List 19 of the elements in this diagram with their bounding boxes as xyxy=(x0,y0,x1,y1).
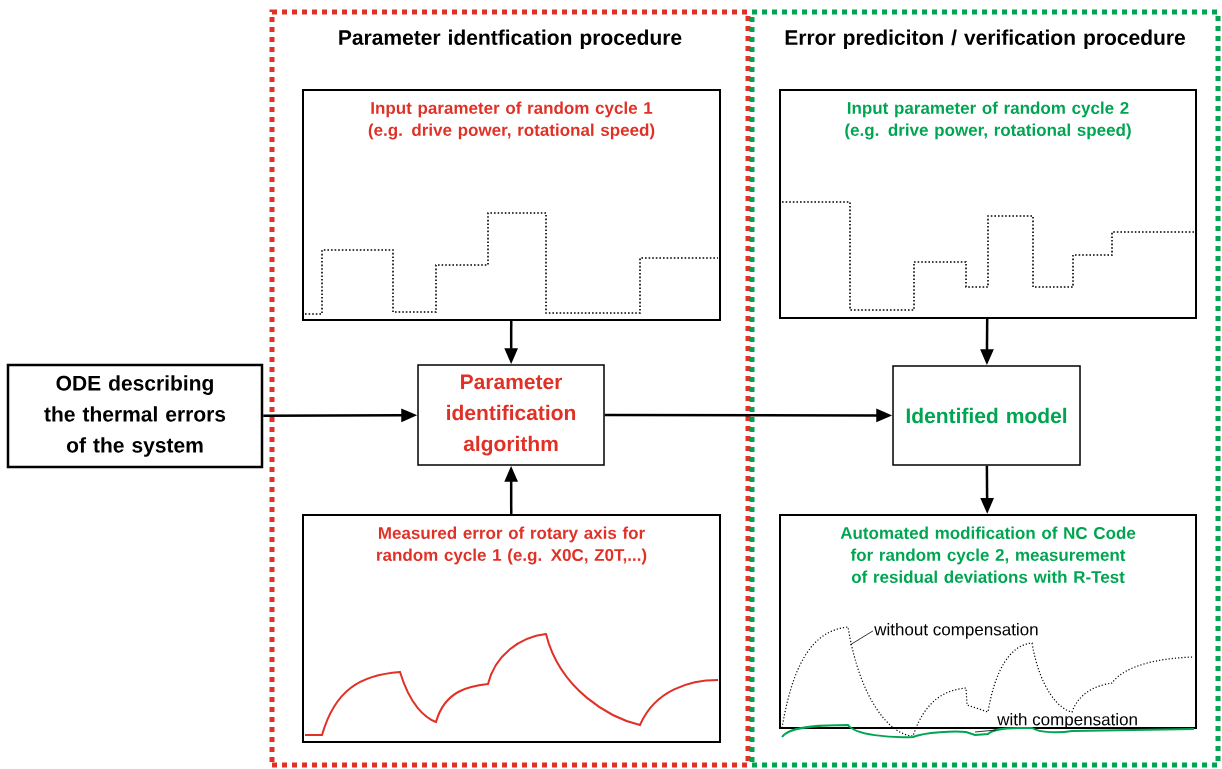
chart-panel xyxy=(779,514,1197,729)
procedure-frame xyxy=(269,9,751,768)
process-box: ODE describing the thermal errors of the system xyxy=(6,363,264,469)
leader-line xyxy=(849,630,874,646)
procedure-heading: Error prediciton / verification procedure xyxy=(785,29,1185,50)
curve-label: with compensation xyxy=(997,712,1137,729)
chart-panel xyxy=(302,514,721,743)
curve-label: without compensation xyxy=(874,622,1038,639)
leader-line xyxy=(974,729,997,733)
process-box: Parameter identification algorithm xyxy=(417,364,605,466)
panel-title: Measured error of rotary axis for random cycle 1 (e.g. X0C, Z0T,...) xyxy=(377,526,647,565)
panel-title: Automated modification of NC Code for random cycle 2, measurement of residual deviations with R-Test xyxy=(840,526,1136,583)
panel-title: Input parameter of random cycle 2 (e.g. drive power, rotational speed) xyxy=(845,101,1131,140)
chart-panel xyxy=(302,89,721,321)
procedure-frame xyxy=(749,9,1221,768)
process-box: Identified model xyxy=(892,365,1081,466)
chart-panel xyxy=(779,89,1197,319)
procedure-heading: Parameter identfication procedure xyxy=(339,29,682,50)
panel-title: Input parameter of random cycle 1 (e.g. drive power, rotational speed) xyxy=(368,101,655,140)
